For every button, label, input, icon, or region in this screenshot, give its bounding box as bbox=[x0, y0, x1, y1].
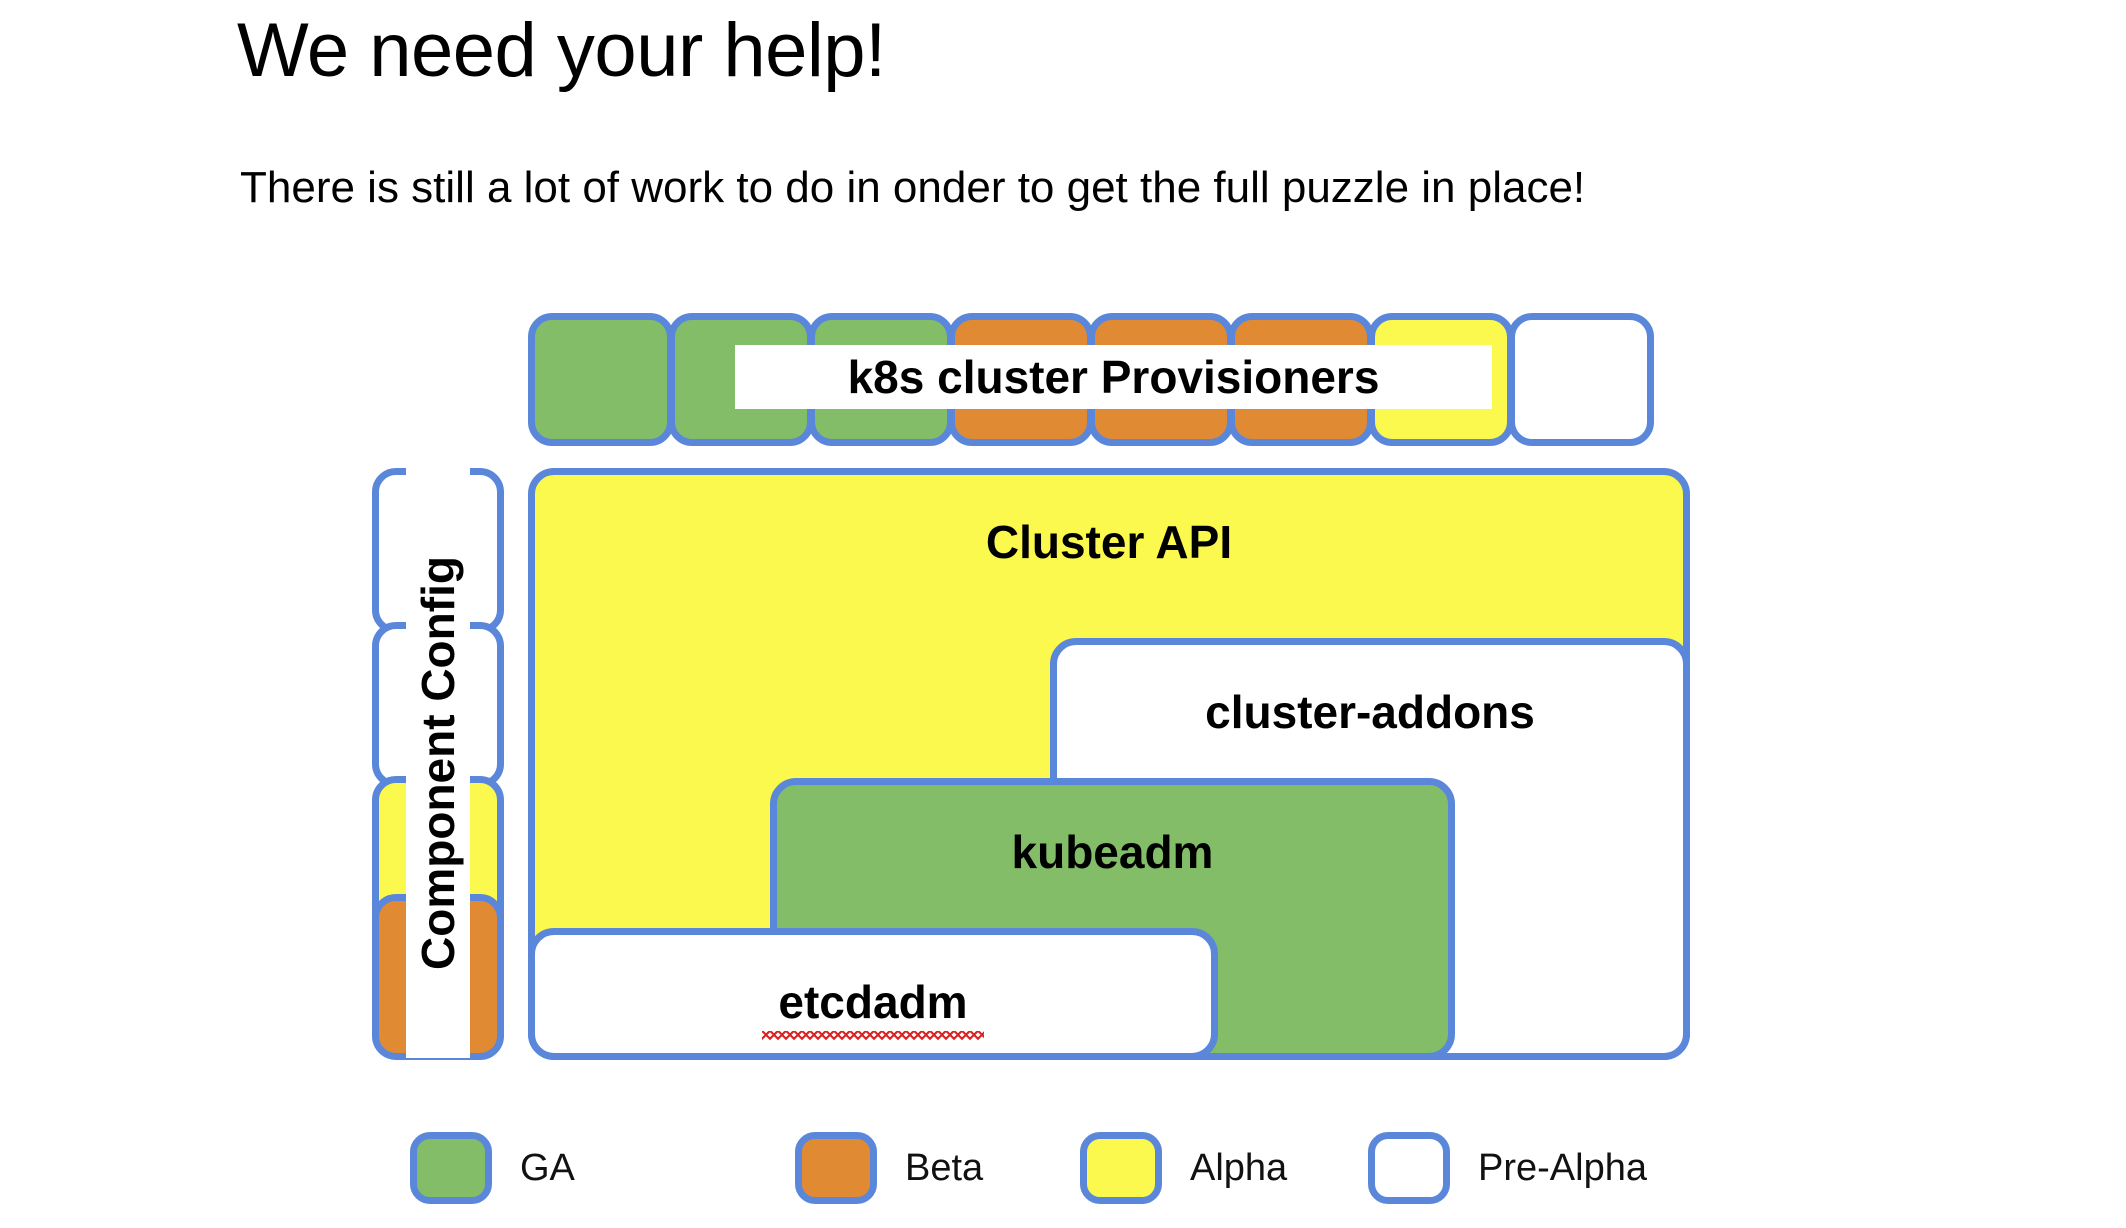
cluster-api-label: Cluster API bbox=[985, 516, 1233, 568]
legend-label-ga: GA bbox=[520, 1147, 575, 1189]
provisioner-row-label: k8s cluster Provisioners bbox=[847, 351, 1380, 403]
legend-item-beta: Beta bbox=[795, 1128, 983, 1208]
legend: GA Beta Alpha Pre-Alpha bbox=[0, 1128, 2126, 1218]
legend-swatch-alpha-icon bbox=[1080, 1132, 1162, 1204]
provisioner-tile-8[interactable] bbox=[1508, 313, 1654, 446]
provisioner-row-label-plate: k8s cluster Provisioners bbox=[735, 345, 1492, 409]
legend-item-alpha: Alpha bbox=[1080, 1128, 1287, 1208]
legend-label-alpha: Alpha bbox=[1190, 1147, 1288, 1189]
component-config-label-plate: Component Config bbox=[406, 468, 470, 1058]
legend-label-pre-alpha: Pre-Alpha bbox=[1478, 1147, 1647, 1189]
etcdadm-label: etcdadm bbox=[778, 976, 968, 1028]
legend-item-pre-alpha: Pre-Alpha bbox=[1368, 1128, 1647, 1208]
legend-swatch-pre-alpha-icon bbox=[1368, 1132, 1450, 1204]
legend-label-beta: Beta bbox=[905, 1147, 984, 1189]
legend-item-ga: GA bbox=[410, 1128, 575, 1208]
provisioner-tile-1[interactable] bbox=[528, 313, 674, 446]
legend-swatch-beta-icon bbox=[795, 1132, 877, 1204]
legend-swatch-ga-icon bbox=[410, 1132, 492, 1204]
kubeadm-label: kubeadm bbox=[1011, 826, 1214, 878]
slide-subtitle: There is still a lot of work to do in on… bbox=[240, 163, 1586, 212]
slide-title: We need your help! bbox=[237, 8, 886, 93]
spellcheck-underline-icon bbox=[762, 1031, 984, 1040]
cluster-addons-label: cluster-addons bbox=[1205, 686, 1535, 738]
component-config-label: Component Config bbox=[412, 556, 465, 970]
etcdadm-box[interactable]: etcdadm bbox=[528, 928, 1218, 1060]
